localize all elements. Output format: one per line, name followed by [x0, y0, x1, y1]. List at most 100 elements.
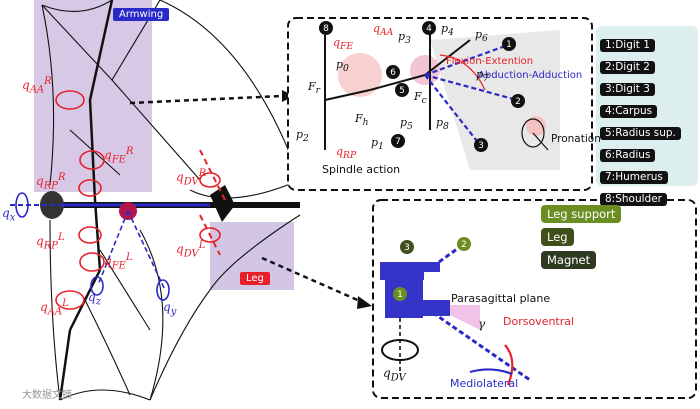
y-axis-line [127, 210, 166, 291]
q-fe-l-symbol: qFEL [104, 252, 133, 272]
hip-joint [210, 185, 235, 222]
marker-7 [391, 134, 405, 148]
q-dv-l-symbol: qDVL [176, 240, 206, 260]
svg-text:1: 1 [397, 290, 403, 300]
joint-legend-item: 7:Humerus [600, 171, 668, 184]
leg-tag: Leg [240, 272, 270, 285]
marker-4 [422, 21, 436, 35]
q-rp-l-symbol: qRPL [36, 232, 65, 252]
p6-symbol: p6 [475, 28, 488, 45]
marker-5 [395, 83, 409, 97]
svg-text:3: 3 [478, 141, 484, 151]
svg-text:8: 8 [323, 24, 329, 34]
q-rp-detail-symbol: qRP [336, 145, 357, 162]
p3-symbol: p3 [398, 30, 411, 47]
dorsoventral-arc [504, 344, 514, 386]
marker-1 [502, 37, 516, 51]
spindle-action-label: Spindle action [322, 163, 401, 176]
leg-callout-arrow [261, 256, 363, 304]
p1-symbol: p1 [371, 136, 384, 153]
leg-mechanism [380, 262, 450, 318]
abduction-adduction-label: Abduction-Adduction [478, 70, 583, 81]
fc-symbol: Fc [414, 90, 427, 107]
mediolateral-arc [469, 368, 513, 376]
leg-legend: Leg support Leg Magnet [541, 205, 637, 274]
p5-symbol: p5 [400, 116, 413, 133]
armwing-detail-bones [324, 30, 471, 150]
wing-membrane [41, 0, 301, 401]
p2-symbol: p2 [296, 128, 309, 145]
q-aa-r-symbol: qAAR [22, 76, 52, 96]
wing-fan-shade [430, 30, 560, 170]
svg-text:5: 5 [399, 86, 405, 96]
svg-text:7: 7 [395, 137, 401, 147]
p8-symbol: p8 [436, 116, 449, 133]
leg-support-end-marker [457, 237, 471, 251]
leg-support-legend: Leg support [541, 205, 622, 223]
joint-legend: 1:Digit 1 2:Digit 2 3:Digit 3 4:Carpus 5… [600, 33, 696, 209]
y-rotation-arc [156, 279, 170, 301]
joint-markers: 8 4 1 6 5 2 7 3 [319, 21, 525, 152]
watermark-text: 大数据文摘 [22, 390, 72, 401]
digit-lines [424, 43, 518, 146]
marker-2 [511, 94, 525, 108]
z-axis-line [97, 210, 129, 286]
qdv-arc [381, 339, 419, 361]
flexion-extension-label: Flexion-Extention [446, 56, 534, 67]
pronation-label: Pronation [551, 133, 601, 145]
q-aa-l-symbol: qAAL [40, 298, 69, 318]
carpus-glow [410, 55, 440, 85]
q-aa-detail-symbol: qAA [373, 22, 394, 39]
svg-text:3: 3 [404, 243, 410, 253]
leg-support-marker [393, 287, 407, 301]
joint-legend-item: 3:Digit 3 [600, 83, 655, 96]
leg-detail-panel [372, 199, 697, 399]
leg-marker [400, 240, 414, 254]
shoulder-glow [338, 53, 382, 97]
flex-ext-arc [439, 54, 486, 91]
x-rotation-arc [15, 192, 29, 218]
p0-symbol: p0 [336, 58, 349, 75]
q-dv-r-symbol: qDVR [176, 168, 207, 188]
fr-symbol: Fr [308, 80, 321, 97]
q-rp-r-symbol: qRPR [36, 172, 66, 192]
p4-symbol: p4 [441, 22, 454, 39]
svg-text:2: 2 [515, 97, 521, 107]
leg-legend-item: Leg [541, 228, 574, 246]
marker-8 [319, 21, 333, 35]
armwing-tag: Armwing [113, 8, 170, 21]
q-fe-r-symbol: qFER [104, 146, 134, 166]
armwing-callout-arrow [129, 94, 283, 105]
z-rotation-arc [90, 276, 104, 296]
pronation-arrow [532, 132, 549, 151]
q-x-symbol: qx [2, 206, 16, 224]
svg-text:6: 6 [390, 68, 396, 78]
pronation-glow [526, 116, 546, 136]
q-fe-detail-symbol: qFE [333, 36, 354, 53]
leg-support-axis [399, 242, 465, 292]
p7-symbol: p7 [476, 68, 489, 85]
fh-symbol: Fh [355, 112, 369, 129]
svg-text:2: 2 [461, 240, 467, 250]
joint-legend-item: 1:Digit 1 [600, 39, 655, 52]
wing-bones [58, 0, 114, 401]
q-y-symbol: qy [163, 300, 177, 318]
gamma-symbol: γ [478, 317, 486, 331]
leg-arrowhead [357, 296, 372, 309]
rotation-arcs [55, 90, 221, 310]
magnet-legend: Magnet [541, 251, 597, 269]
dv-axis-lower [199, 214, 221, 256]
dorsoventral-label: Dorsoventral [503, 315, 575, 328]
svg-text:4: 4 [426, 24, 432, 34]
joint-legend-item: 5:Radius sup. [600, 127, 681, 140]
marker-3 [474, 138, 488, 152]
pronation-arc [521, 118, 545, 148]
joint-legend-item: 8:Shoulder [600, 193, 667, 206]
svg-text:1: 1 [506, 40, 512, 50]
mediolateral-label: Mediolateral [450, 377, 519, 390]
joint-legend-item: 2:Digit 2 [600, 61, 655, 74]
joint-legend-item: 4:Carpus [600, 105, 658, 118]
q-dv-symbol: qDV [383, 366, 406, 384]
